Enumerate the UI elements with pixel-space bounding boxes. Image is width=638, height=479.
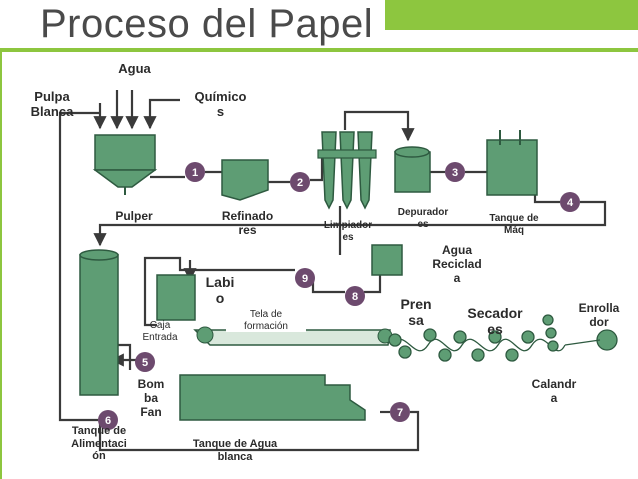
label-limpiadores: Limpiador es <box>323 220 373 243</box>
pump-4-number: 4 <box>567 197 574 209</box>
slide-title: Proceso del Papel <box>40 2 374 46</box>
label-labio: Labi o <box>205 274 235 307</box>
pump-3: 3 <box>445 162 465 182</box>
pump-7-number: 7 <box>397 407 403 419</box>
pump-4: 4 <box>560 192 580 212</box>
press-dryer-section <box>388 314 618 362</box>
screen-purifier <box>394 146 431 193</box>
title-rule <box>0 48 638 52</box>
pump-5-number: 5 <box>142 357 148 369</box>
label-agua-reciclada: Agua Reciclad a <box>432 243 482 285</box>
label-pulpa-blanca: Pulpa Blanca <box>30 89 74 119</box>
label-secadores: Secador es <box>467 305 523 338</box>
cleaner-cyclones <box>317 131 377 210</box>
label-tela-formacion: Tela de formación <box>226 309 306 332</box>
label-agua: Agua <box>118 61 151 76</box>
label-tanque-maq: Tanque de Máq <box>489 213 539 236</box>
pump-6-number: 6 <box>105 415 111 427</box>
label-calandria: Calandr a <box>531 377 577 405</box>
label-refinadores: Refinado res <box>221 209 274 237</box>
label-tanque-alimentacion: Tanque de Alimentaci ón <box>71 425 127 463</box>
label-quimicos: Químico s <box>194 89 247 119</box>
recycled-water-tank <box>371 244 403 276</box>
label-caja-entrada: Caja Entrada <box>142 320 178 343</box>
pump-5: 5 <box>135 352 155 372</box>
label-pulper: Pulper <box>115 209 153 223</box>
pump-3-number: 3 <box>452 167 458 179</box>
pulper-tank <box>92 134 158 195</box>
title-accent-bar <box>385 0 638 30</box>
pump-8-number: 8 <box>352 291 358 303</box>
pump-6: 6 <box>98 410 118 430</box>
pump-1-number: 1 <box>192 167 198 179</box>
pump-2: 2 <box>290 172 310 192</box>
pump-9-number: 9 <box>302 273 308 285</box>
pump-2-number: 2 <box>297 177 303 189</box>
label-enrollador: Enrolla dor <box>578 301 620 329</box>
pump-7: 7 <box>390 402 410 422</box>
white-water-tank <box>179 374 366 421</box>
label-depuradores: Depurador es <box>397 207 449 230</box>
headbox <box>156 274 196 321</box>
label-tanque-agua-blanca: Tanque de Agua blanca <box>192 438 278 463</box>
pump-9: 9 <box>295 268 315 288</box>
feed-tank <box>79 249 119 396</box>
label-prensa: Pren sa <box>400 296 432 329</box>
refiner-machine <box>221 159 269 201</box>
left-rule <box>0 52 2 479</box>
label-bomba-fan: Bom ba Fan <box>137 377 165 419</box>
inlet-arrows <box>82 90 180 130</box>
pump-8: 8 <box>345 286 365 306</box>
machine-chest <box>486 130 538 196</box>
pump-1: 1 <box>185 162 205 182</box>
forming-wire <box>193 326 393 346</box>
